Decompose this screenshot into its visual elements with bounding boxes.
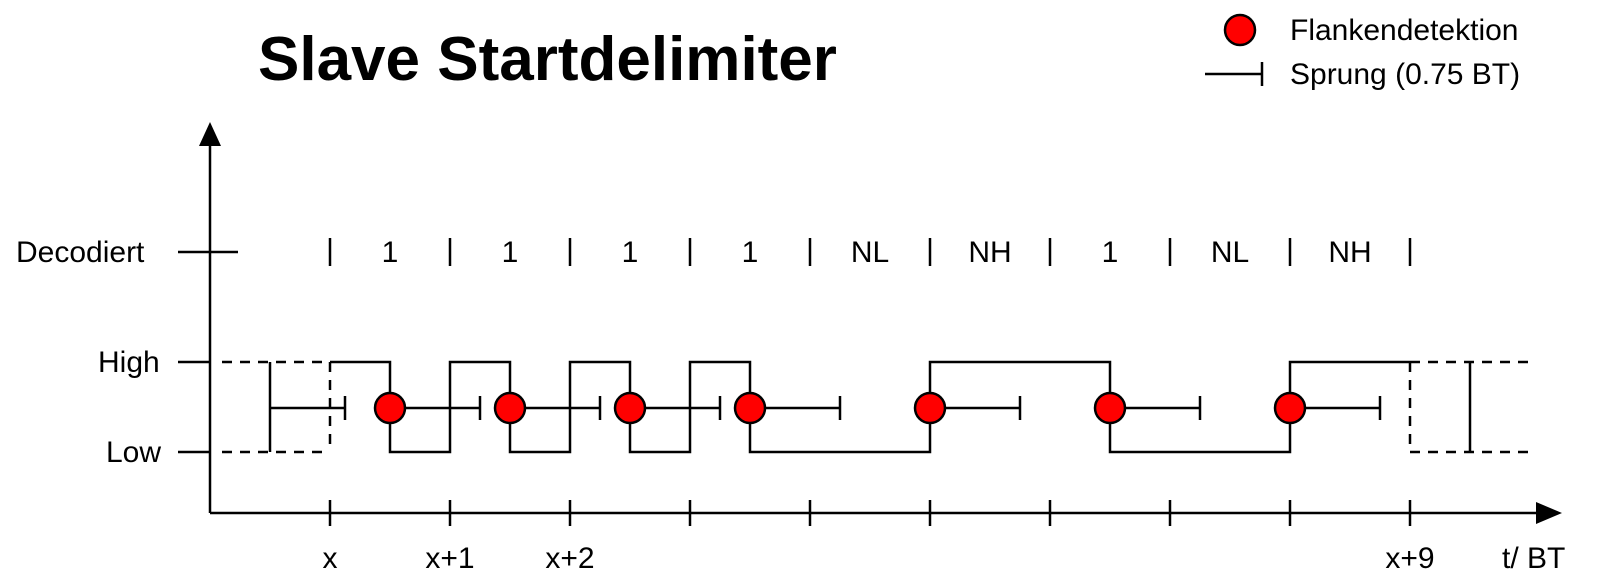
edge-detection-dot xyxy=(913,391,947,425)
decoded-symbol: NL xyxy=(1211,236,1249,269)
legend-jump-label: Sprung (0.75 BT) xyxy=(1290,58,1520,91)
edge-detection-dot xyxy=(1273,391,1307,425)
edge-detection-dot xyxy=(373,391,407,425)
decoded-symbol: 1 xyxy=(1102,236,1119,269)
row-labels: Decodiert High Low xyxy=(16,236,238,469)
decoded-symbols: 1 1 1 1 NL NH 1 NL NH xyxy=(328,236,1412,269)
decoded-symbol: NL xyxy=(851,236,889,269)
decoded-row-label: Decodiert xyxy=(16,236,145,269)
time-tick-label: x+1 xyxy=(425,542,474,575)
time-ticks: x x+1 x+2 x+9 xyxy=(323,500,1435,575)
y-axis-arrow-icon xyxy=(199,122,221,146)
low-level-label: Low xyxy=(106,436,161,469)
edge-detection-dot xyxy=(733,391,767,425)
legend-edge-dot-icon xyxy=(1223,13,1257,47)
decoded-symbol: 1 xyxy=(382,236,399,269)
legend-edge-label: Flankendetektion xyxy=(1290,14,1519,47)
x-axis-label: t/ BT xyxy=(1502,542,1565,575)
decoded-symbol: NH xyxy=(968,236,1011,269)
edge-detections xyxy=(373,391,1307,425)
time-tick-label: x xyxy=(323,542,338,575)
decoded-symbol: 1 xyxy=(742,236,759,269)
edge-detection-dot xyxy=(1093,391,1127,425)
edge-detection-dot xyxy=(493,391,527,425)
time-tick-label: x+2 xyxy=(545,542,594,575)
high-level-label: High xyxy=(98,346,160,379)
edge-detection-dot xyxy=(613,391,647,425)
axes: t/ BT xyxy=(199,122,1565,575)
decoded-symbol: 1 xyxy=(502,236,519,269)
time-tick-label: x+9 xyxy=(1385,542,1434,575)
decoded-symbol: 1 xyxy=(622,236,639,269)
signal-line xyxy=(330,360,1410,454)
jump-markers xyxy=(270,396,1382,420)
legend: Flankendetektion Sprung (0.75 BT) xyxy=(1205,13,1520,91)
x-axis-arrow-icon xyxy=(1536,502,1562,524)
diagram-title: Slave Startdelimiter xyxy=(258,25,837,94)
decoded-symbol: NH xyxy=(1328,236,1371,269)
